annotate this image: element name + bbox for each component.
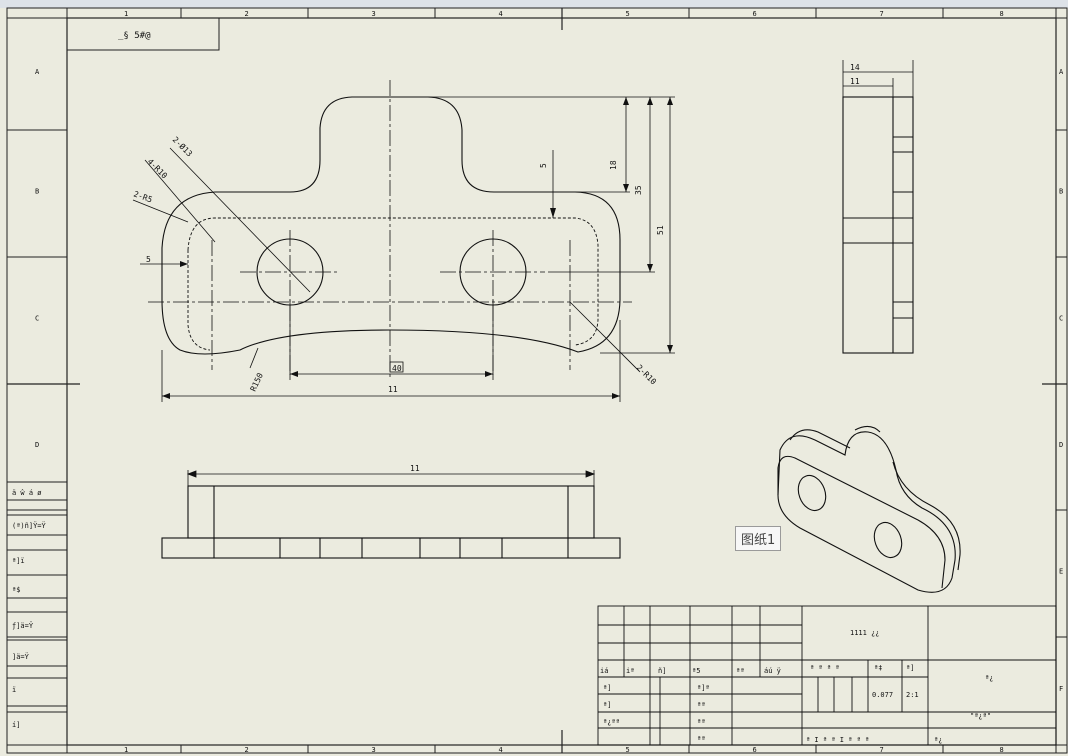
- bottom-right-code: ª¿: [934, 736, 942, 744]
- zone-column-bottom-7: 7: [880, 746, 884, 754]
- top-view[interactable]: [161, 485, 621, 559]
- scale-header: ª]: [906, 664, 914, 672]
- zone-row-right-F: F: [1059, 685, 1063, 693]
- dim-hole-diameter: 2-Ø13: [171, 134, 195, 158]
- zone-column-5: 5: [626, 10, 630, 18]
- left-panel-label: ]ä=Ÿ: [12, 652, 30, 661]
- dim-top-length: 11: [410, 464, 420, 473]
- left-record-panel: [7, 481, 67, 713]
- dim-r5: 2-R5: [132, 189, 153, 204]
- part-name: ª¿: [985, 674, 993, 682]
- side-view[interactable]: [842, 96, 914, 354]
- left-panel-label: ª$: [12, 586, 20, 594]
- front-view[interactable]: [161, 96, 621, 355]
- left-panel-label: í]: [12, 721, 20, 729]
- top-left-label: _§ 5#@: [118, 31, 151, 41]
- scale-value: 2:1: [906, 691, 919, 699]
- zone-column-4: 4: [499, 10, 503, 18]
- left-panel-label: ä ŵ á ø: [12, 489, 42, 497]
- dim-side-11: 11: [850, 77, 860, 86]
- zone-column-1: 1: [124, 10, 128, 18]
- zone-column-bottom-2: 2: [245, 746, 249, 754]
- title-row-mid: ªª: [697, 701, 705, 709]
- dim-35: 35: [634, 185, 643, 195]
- dimension-arrows: [162, 97, 673, 399]
- dim-r10-top: 4-R10: [146, 157, 170, 181]
- zone-row-D: D: [35, 441, 39, 449]
- dim-center-distance: 40: [392, 364, 402, 373]
- drawing-frame: [66, 17, 1057, 746]
- title-header: iá: [600, 667, 608, 675]
- title-header: iª: [626, 667, 634, 675]
- zone-column-bottom-1: 1: [124, 746, 128, 754]
- zone-column-7: 7: [880, 10, 884, 18]
- left-panel-labels: ä ŵ á ø (ª)ñ]Ÿ=Ÿ ª]ï ª$ ƒ]ä=Ÿ ]ä=Ÿ ï í]: [12, 489, 47, 729]
- dim-offset-5: 5: [146, 255, 151, 264]
- zone-row-A: A: [35, 68, 40, 76]
- left-panel-label: ƒ]ä=Ÿ: [12, 621, 34, 630]
- zone-column-3: 3: [372, 10, 376, 18]
- title-header: ª5: [692, 667, 700, 675]
- sheet-border: [6, 7, 1068, 754]
- front-view-dimensions: [132, 96, 675, 402]
- title-row-mid: ª]ª: [697, 684, 710, 692]
- zone-row-right-C: C: [1059, 315, 1063, 323]
- material-text: 1111 ¿¿: [850, 629, 880, 637]
- title-row-left: ª]: [603, 684, 611, 692]
- side-view-dimensions: [842, 60, 914, 97]
- weight-header: ª‡: [874, 664, 882, 672]
- stage-header: ª ª ª ª: [810, 664, 840, 672]
- title-block: [597, 605, 1057, 746]
- left-panel-label: ª]ï: [12, 557, 25, 565]
- zone-column-bottom-8: 8: [1000, 746, 1004, 754]
- title-header: ñ]: [658, 667, 666, 675]
- left-panel-label: ï: [12, 686, 16, 694]
- zone-column-8: 8: [1000, 10, 1004, 18]
- zone-row-labels: A A B B C C D D E F: [35, 68, 1064, 693]
- title-block-text: 1111 ¿¿ iá iª ñ] ª5 ªª áú ÿ ª] ª] ª¿ªª ª]ª ªª ªª ªª ª …: [600, 629, 993, 744]
- left-panel-label: (ª)ñ]Ÿ=Ÿ: [12, 521, 47, 530]
- zone-row-B: B: [35, 188, 39, 196]
- zone-column-bottom-5: 5: [626, 746, 630, 754]
- zone-row-right-E: E: [1059, 568, 1063, 576]
- window-top-edge: [0, 0, 1068, 8]
- dim-r150: R150: [249, 371, 265, 392]
- top-view-dimensions: [186, 470, 596, 486]
- front-view-centerlines: [148, 80, 632, 380]
- dim-r10-right: 2-R10: [635, 363, 659, 387]
- isometric-view[interactable]: [777, 425, 961, 593]
- zone-row-right-B: B: [1059, 188, 1063, 196]
- zone-row-right-D: D: [1059, 441, 1063, 449]
- zone-column-bottom-3: 3: [372, 746, 376, 754]
- zone-row-right-A: A: [1059, 68, 1064, 76]
- title-header: ªª: [736, 667, 744, 675]
- title-row-left: ª¿ªª: [603, 718, 620, 726]
- drawing-code: "ª¿ª": [970, 712, 991, 720]
- zone-column-2: 2: [245, 10, 249, 18]
- dim-side-14: 14: [850, 63, 860, 72]
- zone-row-C: C: [35, 315, 39, 323]
- title-row-mid: ªª: [697, 718, 705, 726]
- weight-value: 0.077: [872, 691, 893, 699]
- zone-ticks: [7, 8, 1067, 753]
- sheet-row: ª I ª ª I ª ª ª: [806, 736, 869, 744]
- dim-overall-length: 11: [388, 385, 398, 394]
- dim-51: 51: [656, 225, 665, 235]
- dim-wall-5: 5: [539, 163, 548, 168]
- title-header: áú ÿ: [764, 667, 781, 675]
- sheet-name-tooltip[interactable]: 图纸1: [735, 526, 782, 551]
- title-row-mid: ªª: [697, 735, 705, 743]
- title-row-left: ª]: [603, 701, 611, 709]
- zone-column-6: 6: [753, 10, 757, 18]
- zone-column-bottom-6: 6: [753, 746, 757, 754]
- zone-column-bottom-4: 4: [499, 746, 503, 754]
- dim-18: 18: [609, 160, 618, 170]
